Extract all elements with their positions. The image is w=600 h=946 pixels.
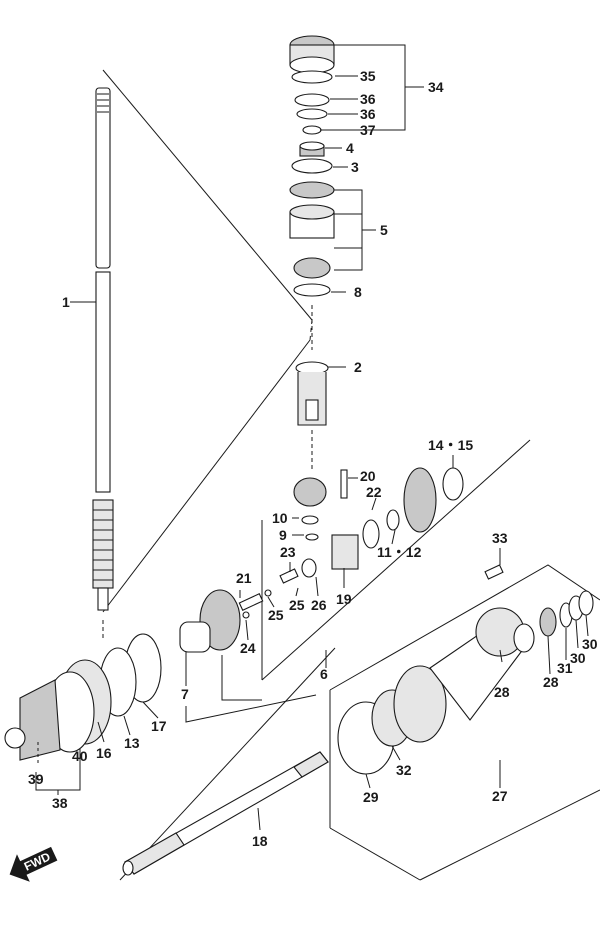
callout-33: 33 xyxy=(492,530,508,546)
callout-36a: 36 xyxy=(360,91,376,107)
callout-25b: 25 xyxy=(289,597,305,613)
propeller-shaft xyxy=(122,751,329,876)
callout-6: 6 xyxy=(320,666,328,682)
fwd-arrow-icon: FWD xyxy=(9,846,58,882)
callout-5: 5 xyxy=(380,222,388,238)
callout-9: 9 xyxy=(279,527,287,543)
callout-4: 4 xyxy=(346,140,354,156)
callout-13: 13 xyxy=(124,735,140,751)
callout-39: 39 xyxy=(28,771,44,787)
callout-10: 10 xyxy=(272,510,288,526)
gear-clutch-group xyxy=(99,467,464,717)
callout-3: 3 xyxy=(351,159,359,175)
callout-29: 29 xyxy=(363,789,379,805)
callout-17: 17 xyxy=(151,718,167,734)
callout-25a: 25 xyxy=(268,607,284,623)
callout-28a: 28 xyxy=(494,684,510,700)
callout-23: 23 xyxy=(280,544,296,560)
callout-22: 22 xyxy=(366,484,382,500)
callout-2: 2 xyxy=(354,359,362,375)
callout-14-15: 14・15 xyxy=(428,437,473,453)
gear-housing-group xyxy=(337,564,594,775)
callout-28b: 28 xyxy=(543,674,559,690)
callout-20: 20 xyxy=(360,468,376,484)
callout-32: 32 xyxy=(396,762,412,778)
drive-shaft xyxy=(92,87,114,640)
callout-18: 18 xyxy=(252,833,268,849)
fwd-label: FWD xyxy=(22,849,53,873)
callout-38: 38 xyxy=(52,795,68,811)
callout-19: 19 xyxy=(336,591,352,607)
callout-labels: 1 2 3 4 5 6 7 8 9 10 11・12 13 14・15 16 1… xyxy=(28,68,598,849)
callout-7: 7 xyxy=(181,686,189,702)
callout-21: 21 xyxy=(236,570,252,586)
callout-34: 34 xyxy=(428,79,444,95)
callout-11-12: 11・12 xyxy=(377,544,422,560)
callout-31: 31 xyxy=(557,660,573,676)
callout-16: 16 xyxy=(96,745,112,761)
callout-40: 40 xyxy=(72,748,88,764)
callout-30b: 30 xyxy=(570,650,586,666)
group-brackets xyxy=(35,44,589,831)
callout-30a: 30 xyxy=(582,636,598,652)
callout-8: 8 xyxy=(354,284,362,300)
callout-35: 35 xyxy=(360,68,376,84)
callout-36b: 36 xyxy=(360,106,376,122)
callout-27: 27 xyxy=(492,788,508,804)
callout-1: 1 xyxy=(62,294,70,310)
callout-26: 26 xyxy=(311,597,327,613)
callout-24: 24 xyxy=(240,640,256,656)
callout-37: 37 xyxy=(360,122,376,138)
upper-bearing-assembly xyxy=(289,35,335,470)
